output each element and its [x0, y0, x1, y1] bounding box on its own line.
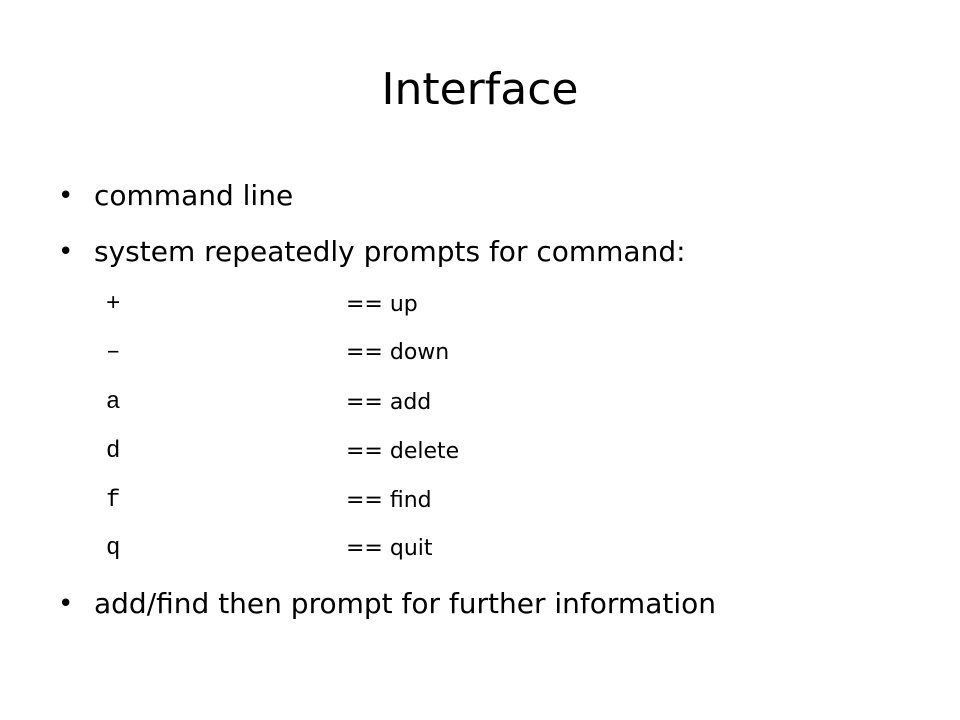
bullet-dot: •: [58, 181, 74, 211]
command-meaning: == up: [346, 292, 418, 317]
slide-title: Interface: [381, 64, 579, 115]
command-key: d: [106, 438, 121, 465]
command-meaning: == quit: [346, 536, 433, 561]
command-meaning: == down: [346, 340, 450, 365]
bullet-text: add/find then prompt for further informa…: [94, 587, 717, 620]
command-meaning: == delete: [346, 439, 460, 464]
bullet-text: command line: [94, 179, 294, 212]
command-key: q: [106, 535, 121, 562]
command-key: –: [106, 339, 121, 366]
bullet-text: system repeatedly prompts for command:: [94, 235, 686, 268]
bullet-dot: •: [58, 589, 74, 619]
command-meaning: == add: [346, 390, 432, 415]
command-key: a: [106, 389, 121, 416]
bullet-dot: •: [58, 237, 74, 267]
command-key: +: [106, 291, 121, 318]
command-meaning: == find: [346, 488, 432, 513]
command-key: f: [106, 487, 121, 514]
